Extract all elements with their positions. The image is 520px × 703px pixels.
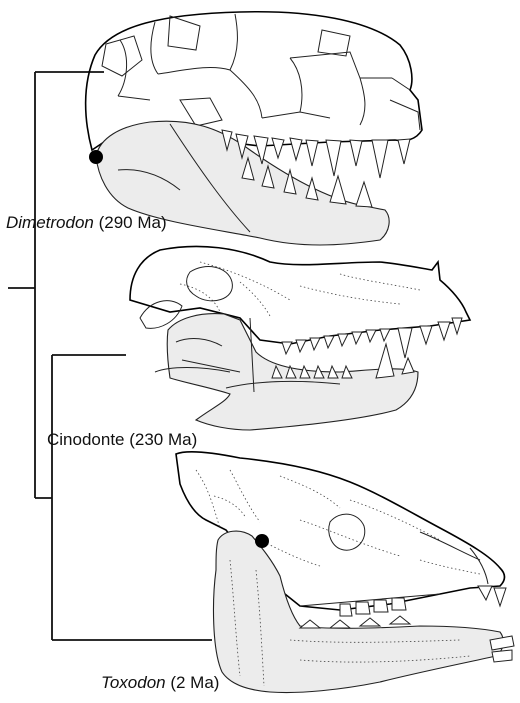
- cinodonte-orbit: [187, 267, 233, 301]
- label-cinodonte-taxon: Cinodonte: [47, 430, 125, 449]
- dimetrodon-jaw-joint-marker: [89, 150, 103, 164]
- label-toxodon: Toxodon (2 Ma): [101, 673, 219, 693]
- label-cinodonte-age: (230 Ma): [125, 430, 198, 449]
- label-dimetrodon-taxon: Dimetrodon: [6, 213, 94, 232]
- label-toxodon-taxon: Toxodon: [101, 673, 166, 692]
- label-dimetrodon-age: (290 Ma): [94, 213, 167, 232]
- cinodonte-skull: [130, 246, 470, 430]
- label-toxodon-age: (2 Ma): [166, 673, 220, 692]
- label-dimetrodon: Dimetrodon (290 Ma): [6, 213, 167, 233]
- toxodon-skull: [176, 452, 514, 693]
- label-cinodonte: Cinodonte (230 Ma): [47, 430, 197, 450]
- dimetrodon-skull: [86, 12, 422, 245]
- toxodon-jaw-joint-marker: [255, 534, 269, 548]
- dimetrodon-suture-lines: [118, 14, 420, 130]
- cinodonte-surface-texture: [180, 262, 420, 316]
- toxodon-snout-detail: [300, 532, 488, 606]
